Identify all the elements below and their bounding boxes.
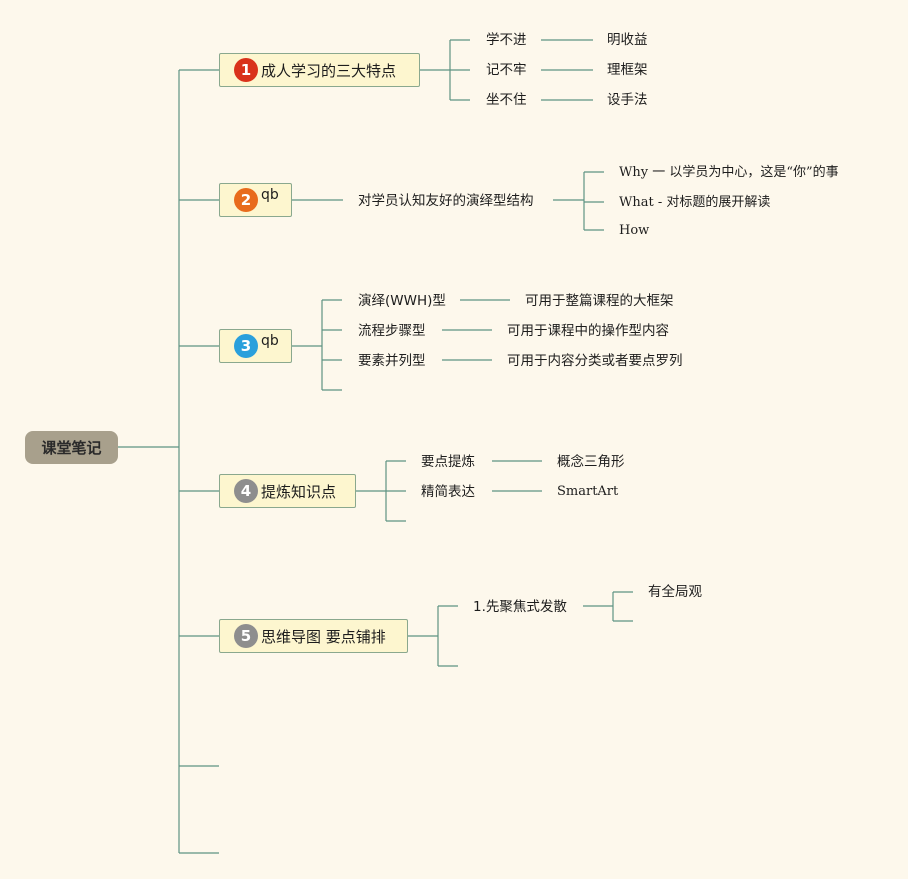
topic-3-label: qb [261, 333, 279, 349]
subtopic-1-2[interactable]: 记不牢 [486, 62, 527, 78]
topic-5[interactable]: 5 思维导图 要点铺排 [219, 619, 408, 653]
leaf-4-1[interactable]: 概念三角形 [557, 454, 625, 470]
topic-4[interactable]: 4 提炼知识点 [219, 474, 356, 508]
subtopic-3-3[interactable]: 要素并列型 [358, 353, 426, 369]
subtopic-4-2[interactable]: 精简表达 [421, 484, 475, 500]
topic-3[interactable]: 3 qb [219, 329, 292, 363]
number-1-badge: 1 [234, 58, 258, 82]
leaf-5-1[interactable]: 有全局观 [648, 584, 702, 600]
subtopic-4-1[interactable]: 要点提炼 [421, 454, 475, 470]
leaf-4-2[interactable]: SmartArt [557, 484, 619, 499]
topic-1[interactable]: 1 成人学习的三大特点 [219, 53, 420, 87]
leaf-3-1[interactable]: 可用于整篇课程的大框架 [525, 293, 674, 309]
leaf-1-3[interactable]: 设手法 [607, 92, 648, 108]
leaf-2-3[interactable]: How [619, 223, 650, 238]
root-label: 课堂笔记 [41, 439, 102, 457]
number-3-badge: 3 [234, 334, 258, 358]
leaf-1-2[interactable]: 理框架 [607, 62, 648, 78]
leaf-2-1[interactable]: Why 一 以学员为中心，这是“你”的事 [619, 165, 839, 180]
topic-2[interactable]: 2 qb [219, 183, 292, 217]
topic-2-label: qb [261, 187, 279, 203]
number-4-badge: 4 [234, 479, 258, 503]
number-5-badge: 5 [234, 624, 258, 648]
subtopic-2-1[interactable]: 对学员认知友好的演绎型结构 [358, 193, 534, 209]
leaf-3-2[interactable]: 可用于课程中的操作型内容 [507, 323, 669, 339]
leaf-3-3[interactable]: 可用于内容分类或者要点罗列 [507, 353, 683, 369]
topic-5-label: 思维导图 要点铺排 [261, 627, 386, 646]
number-2-badge: 2 [234, 188, 258, 212]
subtopic-1-1[interactable]: 学不进 [486, 32, 527, 48]
subtopic-1-3[interactable]: 坐不住 [486, 92, 527, 108]
subtopic-5-1[interactable]: 1.先聚焦式发散 [473, 599, 567, 615]
topic-1-label: 成人学习的三大特点 [261, 61, 397, 80]
topic-4-label: 提炼知识点 [261, 482, 337, 501]
subtopic-3-1[interactable]: 演绎(WWH)型 [358, 293, 446, 309]
subtopic-3-2[interactable]: 流程步骤型 [358, 323, 426, 339]
leaf-2-2[interactable]: What - 对标题的展开解读 [619, 195, 771, 210]
root-topic[interactable]: 课堂笔记 [25, 431, 118, 464]
leaf-1-1[interactable]: 明收益 [607, 32, 648, 48]
